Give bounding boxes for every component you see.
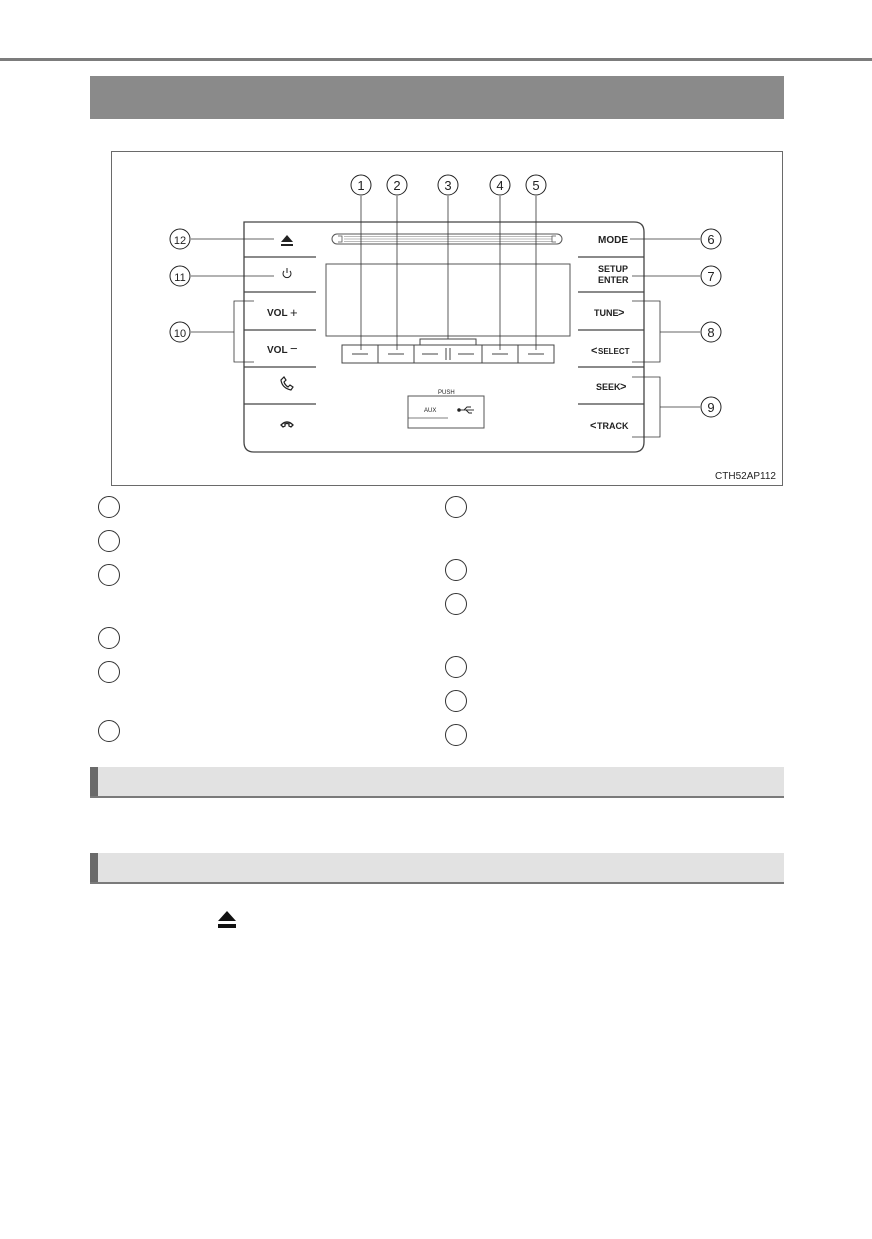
tune-label: TUNE bbox=[594, 308, 619, 318]
vol-minus-sign: − bbox=[290, 341, 298, 356]
audio-panel-figure: VOL + VOL − MODE SETUP ENTER TUNE > < SE… bbox=[111, 151, 783, 486]
aux-label: AUX bbox=[424, 408, 436, 414]
select-label: SELECT bbox=[598, 347, 630, 356]
callout-5 bbox=[525, 174, 547, 196]
push-label: PUSH bbox=[438, 390, 455, 396]
callout-4 bbox=[489, 174, 511, 196]
phone-hangup-icon bbox=[280, 421, 294, 428]
legend-circle-right-6 bbox=[445, 724, 467, 746]
page-title-bar bbox=[90, 76, 784, 119]
callout-leaders-right bbox=[630, 238, 700, 438]
legend-circle-left-5 bbox=[98, 661, 120, 683]
tune-arrow: > bbox=[618, 307, 624, 319]
section-header-1 bbox=[90, 767, 784, 798]
audio-panel-diagram: VOL + VOL − MODE SETUP ENTER TUNE > < SE… bbox=[169, 174, 722, 453]
top-rule bbox=[0, 58, 872, 61]
panel-body bbox=[243, 221, 645, 453]
legend-circle-left-2 bbox=[98, 530, 120, 552]
callout-2-label: 2 bbox=[393, 178, 400, 193]
preset-button-row bbox=[341, 338, 555, 364]
callout-10-label: 10 bbox=[174, 328, 186, 340]
callout-11 bbox=[169, 265, 191, 287]
track-arrow: < bbox=[590, 420, 596, 432]
legend-circle-left-6 bbox=[98, 720, 120, 742]
mode-label: MODE bbox=[598, 235, 628, 246]
track-label: TRACK bbox=[597, 421, 629, 431]
power-icon bbox=[282, 268, 292, 279]
legend-circle-left-4 bbox=[98, 627, 120, 649]
callout-leaders-left bbox=[191, 238, 274, 363]
enter-label: ENTER bbox=[598, 275, 629, 285]
callout-2 bbox=[386, 174, 408, 196]
callout-1 bbox=[350, 174, 372, 196]
legend-circle-left-1 bbox=[98, 496, 120, 518]
callout-9-label: 9 bbox=[707, 400, 714, 415]
callout-7 bbox=[700, 265, 722, 287]
usb-icon bbox=[457, 406, 474, 414]
callout-4-label: 4 bbox=[496, 178, 503, 193]
figure-code: CTH52AP112 bbox=[715, 471, 776, 482]
callout-5-label: 5 bbox=[532, 178, 539, 193]
vol-plus-label: VOL bbox=[267, 308, 288, 319]
legend-circle-right-5 bbox=[445, 690, 467, 712]
seek-label: SEEK bbox=[596, 382, 621, 392]
legend-circle-left-3 bbox=[98, 564, 120, 586]
callout-9 bbox=[700, 396, 722, 418]
callout-7-label: 7 bbox=[707, 269, 714, 284]
callout-10 bbox=[169, 321, 191, 343]
callout-12 bbox=[169, 228, 191, 250]
eject-icon bbox=[218, 911, 236, 928]
cd-slot-icon bbox=[331, 233, 563, 245]
callout-12-label: 12 bbox=[174, 235, 186, 247]
callout-leaders-top bbox=[360, 196, 537, 350]
vol-plus-sign: + bbox=[290, 305, 298, 320]
left-button-separators bbox=[244, 256, 316, 405]
right-button-separators bbox=[578, 256, 644, 405]
callout-3 bbox=[437, 174, 459, 196]
vol-minus-label: VOL bbox=[267, 345, 288, 356]
eject-icon bbox=[281, 235, 293, 246]
aux-usb-port: PUSH AUX bbox=[407, 390, 485, 429]
legend-circle-right-3 bbox=[445, 593, 467, 615]
legend-circle-right-4 bbox=[445, 656, 467, 678]
phone-pickup-icon bbox=[280, 376, 294, 391]
callout-6 bbox=[700, 228, 722, 250]
seek-arrow: > bbox=[620, 381, 626, 393]
callout-11-label: 11 bbox=[174, 272, 185, 284]
setup-label: SETUP bbox=[598, 264, 628, 274]
callout-1-label: 1 bbox=[357, 178, 364, 193]
select-arrow: < bbox=[591, 345, 597, 357]
section-header-2 bbox=[90, 853, 784, 884]
legend-circle-right-1 bbox=[445, 496, 467, 518]
callout-8-label: 8 bbox=[707, 325, 714, 340]
legend-circle-right-2 bbox=[445, 559, 467, 581]
callout-8 bbox=[700, 321, 722, 343]
callout-3-label: 3 bbox=[444, 178, 451, 193]
callout-6-label: 6 bbox=[707, 232, 714, 247]
